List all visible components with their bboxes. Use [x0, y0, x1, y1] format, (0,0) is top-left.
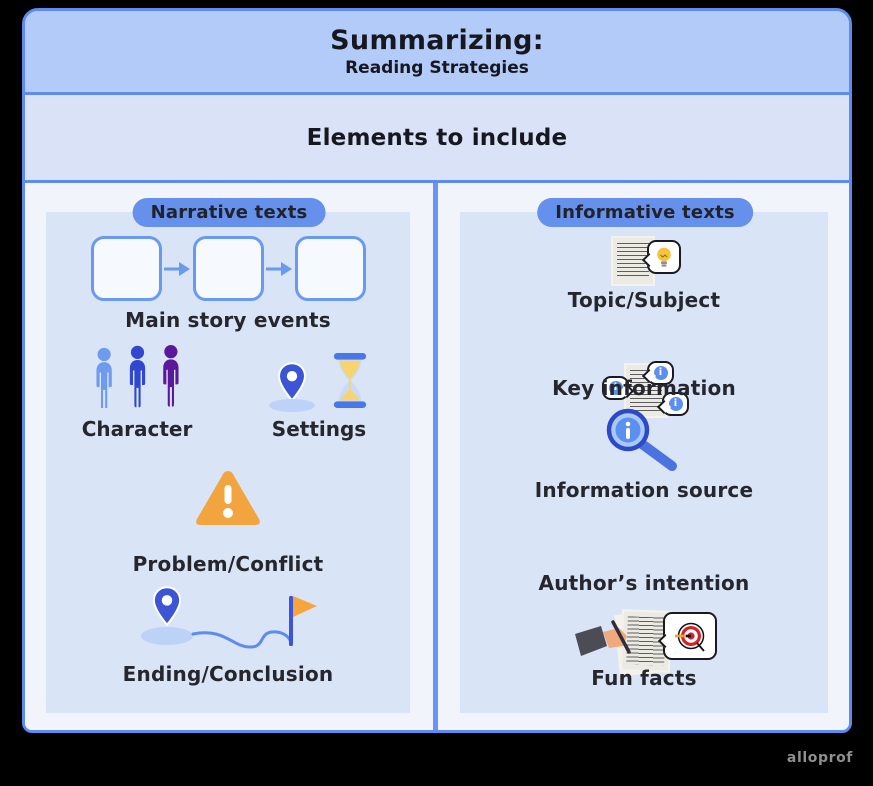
lightbulb-bubble-icon	[647, 240, 681, 274]
flow-box	[294, 236, 366, 301]
informative-badge: Informative texts	[537, 198, 753, 227]
target-bubble-icon	[663, 612, 717, 660]
page-title: Summarizing:	[330, 24, 544, 56]
character-cell	[46, 344, 228, 412]
summarizing-card: Summarizing: Reading Strategies Elements…	[22, 8, 852, 733]
informative-panel: Topic/Subject i i i Key information In	[460, 212, 828, 713]
section-title: Elements to include	[306, 124, 568, 151]
location-pin-icon	[269, 362, 315, 412]
flowchart-icon	[46, 236, 410, 301]
alloprof-logo: alloprof	[786, 750, 853, 766]
magnifier-info-icon	[602, 406, 686, 480]
problem-conflict-label: Problem/Conflict	[132, 552, 324, 576]
key-information-label: Key information	[552, 376, 736, 400]
info-chip: i	[668, 397, 683, 411]
document-info-icon: i i i	[602, 361, 689, 419]
ending-conclusion-label: Ending/Conclusion	[122, 662, 334, 686]
hourglass-icon	[331, 353, 369, 412]
document-lightbulb-icon	[611, 234, 681, 286]
settings-label: Settings	[271, 417, 367, 441]
flow-box	[192, 236, 264, 301]
characters-icon	[93, 344, 182, 412]
info-chip: i	[653, 366, 668, 380]
flow-arrow-icon	[163, 261, 191, 277]
narrative-badge: Narrative texts	[132, 198, 326, 227]
columns: Narrative texts Informative texts Main s…	[25, 183, 849, 730]
card-header: Summarizing: Reading Strategies	[25, 11, 849, 95]
writing-hand-target-icon	[575, 609, 717, 677]
info-bubble-icon: i	[662, 392, 689, 416]
fun-facts-label: Fun facts	[591, 666, 697, 690]
writing-hand-icon	[575, 620, 639, 670]
info-bubble-icon: i	[602, 376, 629, 400]
topic-subject-label: Topic/Subject	[567, 288, 721, 312]
flow-box	[90, 236, 162, 301]
narrative-panel: Main story events	[46, 212, 410, 713]
settings-cell	[228, 344, 410, 412]
authors-intention-label: Author’s intention	[538, 571, 750, 595]
info-chip: i	[608, 381, 623, 395]
column-divider	[433, 183, 438, 730]
information-source-label: Information source	[534, 478, 754, 502]
section-elements: Elements to include	[25, 95, 849, 183]
warning-triangle-icon	[193, 468, 263, 532]
character-settings-row	[46, 344, 410, 412]
journey-flag-icon	[139, 584, 317, 654]
info-bubble-icon: i	[647, 361, 674, 385]
flow-arrow-icon	[265, 261, 293, 277]
page-subtitle: Reading Strategies	[345, 58, 529, 79]
character-label: Character	[81, 417, 193, 441]
main-story-events-label: Main story events	[125, 308, 331, 332]
pin-shadow	[269, 399, 315, 412]
